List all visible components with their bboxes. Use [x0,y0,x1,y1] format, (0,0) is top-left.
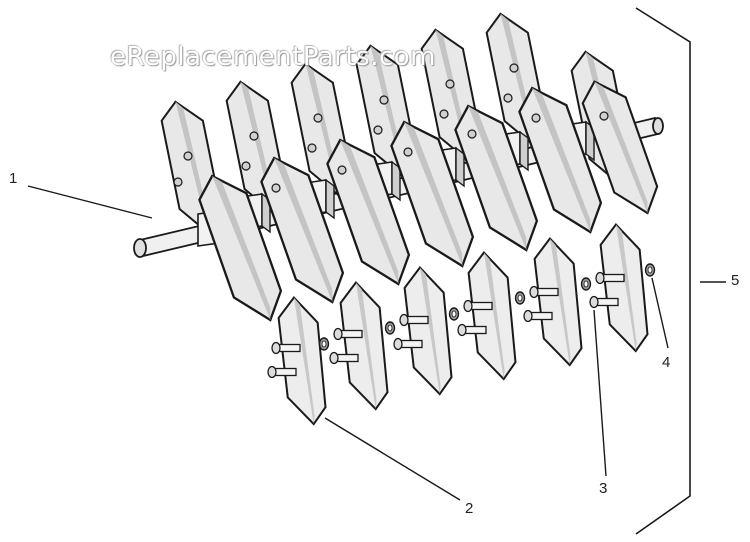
loose-blade [335,278,395,414]
assembly-bracket [635,7,691,535]
bolt [271,341,301,355]
bolt [399,313,429,327]
bolt [589,295,619,309]
loose-blade [529,234,589,370]
nut [448,307,460,321]
reel-assembly [133,7,670,331]
assembly-bolt-heads [173,63,609,193]
leader-line-3 [593,309,607,477]
loose-blade [399,263,459,399]
callout-4: 4 [662,354,671,371]
bolt [523,309,553,323]
nut [580,277,592,291]
nut [318,337,330,351]
watermark: eReplacementParts.com [110,42,437,72]
callout-2: 2 [465,500,474,517]
leader-line-4 [651,277,669,349]
bolt [463,299,493,313]
nut [514,291,526,305]
callout-5: 5 [731,272,740,289]
bolt [595,271,625,285]
bolt [267,365,297,379]
leader-lines [27,185,726,501]
bolt [329,351,359,365]
callout-1: 1 [9,170,18,187]
loose-blade [273,293,333,429]
bolt [457,323,487,337]
bolt [529,285,559,299]
nut [384,321,396,335]
loose-blade [463,248,523,384]
leader-line-2 [324,417,461,501]
bolt [333,327,363,341]
bolt [393,337,423,351]
leader-line-1 [27,185,153,219]
callout-3: 3 [599,480,608,497]
nut [644,263,656,277]
loose-blade [595,220,655,356]
